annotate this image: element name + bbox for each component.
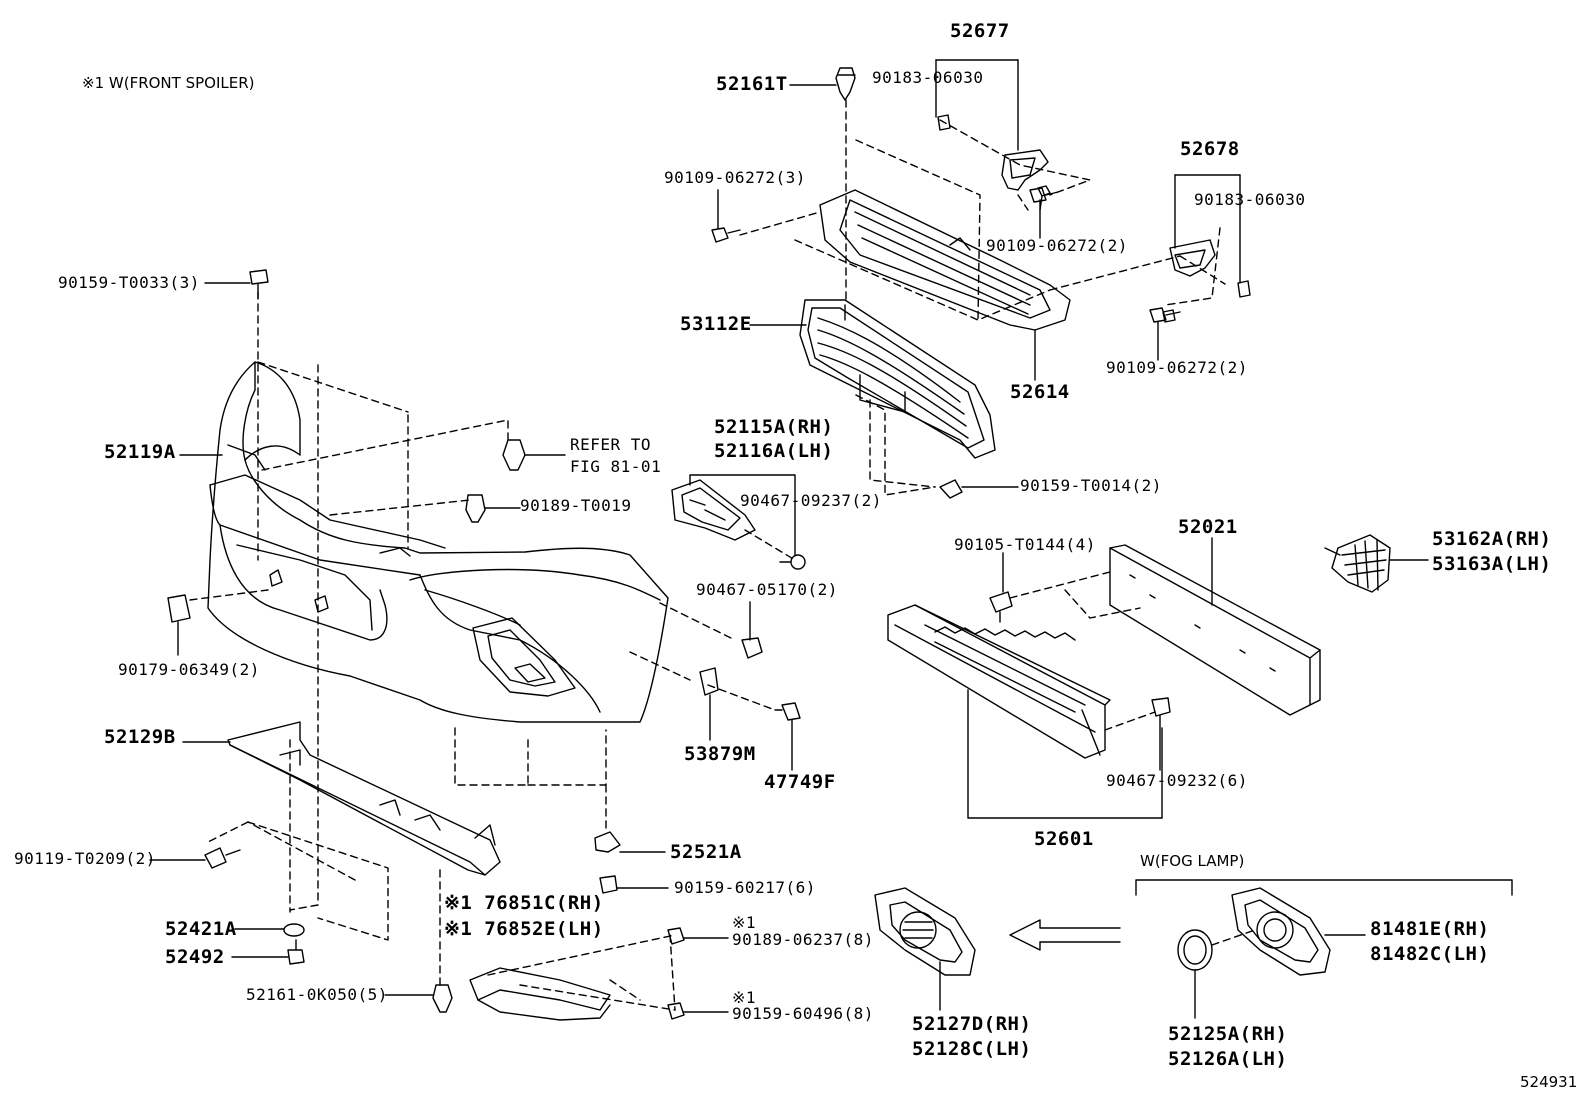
part-label-52115a: 52115A(RH) bbox=[714, 416, 834, 438]
part-label-52126a: 52126A(LH) bbox=[1168, 1048, 1288, 1070]
bracket-52678-part bbox=[1162, 239, 1251, 323]
part-label-52127d: 52127D(RH) bbox=[912, 1013, 1032, 1035]
part-label-52129b: 52129B bbox=[104, 726, 176, 748]
refer-to-label: REFER TO bbox=[570, 435, 652, 454]
part-label-53162a: 53162A(RH) bbox=[1432, 528, 1552, 550]
part-label-90189-t0019: 90189-T0019 bbox=[520, 496, 632, 515]
part-label-90467-09237: 90467-09237(2) bbox=[740, 491, 882, 510]
note-mark-90189-06237: ※1 bbox=[732, 913, 757, 932]
part-label-90467-05170: 90467-05170(2) bbox=[696, 580, 838, 599]
part-label-52678: 52678 bbox=[1180, 138, 1240, 160]
part-label-52116a: 52116A(LH) bbox=[714, 440, 834, 462]
part-label-90189-06237: 90189-06237(8) bbox=[732, 930, 874, 949]
part-label-90159-t0033: 90159-T0033(3) bbox=[58, 273, 200, 292]
part-label-47749f: 47749F bbox=[764, 771, 836, 793]
part-label-90159-60217: 90159-60217(6) bbox=[674, 878, 816, 897]
part-label-52119a: 52119A bbox=[104, 441, 176, 463]
part-label-53879m: 53879M bbox=[684, 743, 756, 765]
fog-lamp-note: W(FOG LAMP) bbox=[1140, 852, 1245, 870]
bumper-cover-part bbox=[207, 361, 669, 723]
spoiler-note: ※1 W(FRONT SPOILER) bbox=[82, 74, 255, 92]
part-label-90159-60496: 90159-60496(8) bbox=[732, 1004, 874, 1023]
ring-52125a-part bbox=[1177, 929, 1213, 971]
part-label-90159-t0014: 90159-T0014(2) bbox=[1020, 476, 1162, 495]
part-label-52161t: 52161T bbox=[716, 73, 788, 95]
part-label-52521a: 52521A bbox=[670, 841, 742, 863]
part-label-90109-06272-2-lower: 90109-06272(2) bbox=[1106, 358, 1248, 377]
grille-part bbox=[799, 299, 996, 459]
part-label-52601: 52601 bbox=[1034, 828, 1094, 850]
part-label-52677: 52677 bbox=[950, 20, 1010, 42]
note-mark-90159-60496: ※1 bbox=[732, 988, 757, 1007]
leader-lines bbox=[149, 59, 1429, 1019]
part-label-90183-06030-a: 90183-06030 bbox=[872, 68, 984, 87]
part-label-52125a: 52125A(RH) bbox=[1168, 1023, 1288, 1045]
bumper-bracket-52115a-part bbox=[671, 479, 756, 541]
part-label-53163a: 53163A(LH) bbox=[1432, 553, 1552, 575]
grille-retainer-part bbox=[819, 189, 1071, 331]
part-label-90109-06272-3: 90109-06272(3) bbox=[664, 168, 806, 187]
part-label-81482c: 81482C(LH) bbox=[1370, 943, 1490, 965]
reinforcement-52021-part bbox=[1109, 544, 1321, 716]
spoiler-76851c-part bbox=[469, 967, 611, 1021]
fasteners bbox=[167, 67, 1181, 1020]
part-label-52421a: 52421A bbox=[165, 918, 237, 940]
part-label-81481e: 81481E(RH) bbox=[1370, 918, 1490, 940]
part-label-52492: 52492 bbox=[165, 946, 225, 968]
lower-support-52129b-part bbox=[227, 721, 501, 876]
refer-fig-label: FIG 81-01 bbox=[570, 457, 662, 476]
mesh-bracket-53162a-part bbox=[1324, 534, 1391, 593]
part-label-53112e: 53112E bbox=[680, 313, 752, 335]
part-label-90109-06272-2-upper: 90109-06272(2) bbox=[986, 236, 1128, 255]
part-label-52614: 52614 bbox=[1010, 381, 1070, 403]
part-label-76851c: ※1 76851C(RH) bbox=[444, 892, 604, 914]
replacement-arrow bbox=[1009, 919, 1121, 951]
part-label-90183-06030-b: 90183-06030 bbox=[1194, 190, 1306, 209]
part-label-90179-06349: 90179-06349(2) bbox=[118, 660, 260, 679]
fog-lamp-81481e-part bbox=[1231, 887, 1331, 976]
part-label-90105-t0144: 90105-T0144(4) bbox=[954, 535, 1096, 554]
absorber-52601-part bbox=[887, 604, 1111, 759]
bracket-52677-part bbox=[937, 114, 1051, 211]
part-label-90119-t0209: 90119-T0209(2) bbox=[14, 849, 156, 868]
fog-bezel-52127d-part bbox=[874, 887, 976, 976]
part-label-52021: 52021 bbox=[1178, 516, 1238, 538]
part-label-52128c: 52128C(LH) bbox=[912, 1038, 1032, 1060]
part-label-76852e: ※1 76852E(LH) bbox=[444, 918, 604, 940]
figure-reference: 524931 bbox=[1520, 1073, 1578, 1091]
part-label-90467-09232: 90467-09232(6) bbox=[1106, 771, 1248, 790]
part-label-52161-0k050: 52161-0K050(5) bbox=[246, 985, 388, 1004]
